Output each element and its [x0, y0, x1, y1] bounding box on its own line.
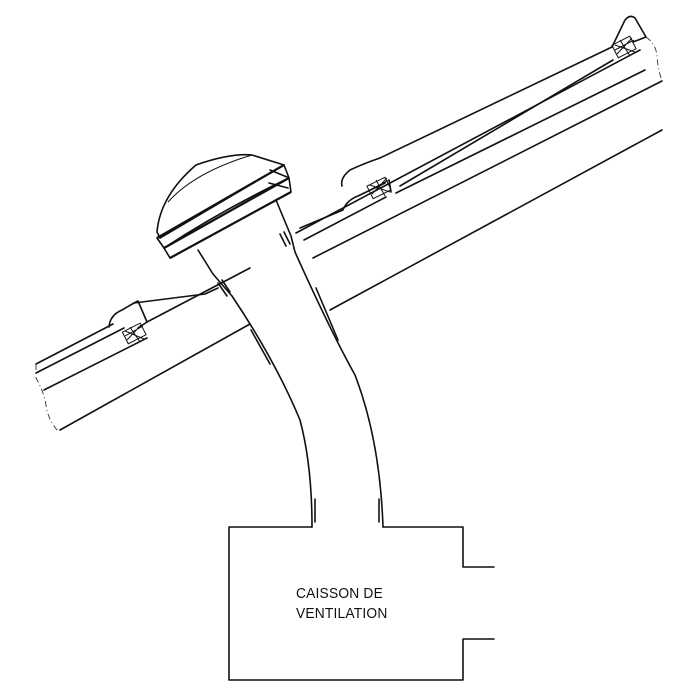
ventilation-box-label: CAISSON DE VENTILATION [296, 584, 397, 624]
roof-upper-right [295, 15, 663, 311]
roof-lower-left [35, 267, 251, 432]
label-line-2: VENTILATION [296, 605, 388, 622]
ventilation-cap [156, 153, 292, 259]
ventilation-duct [197, 199, 384, 528]
label-line-1: CAISSON DE [296, 585, 383, 602]
ventilation-box [228, 526, 495, 681]
